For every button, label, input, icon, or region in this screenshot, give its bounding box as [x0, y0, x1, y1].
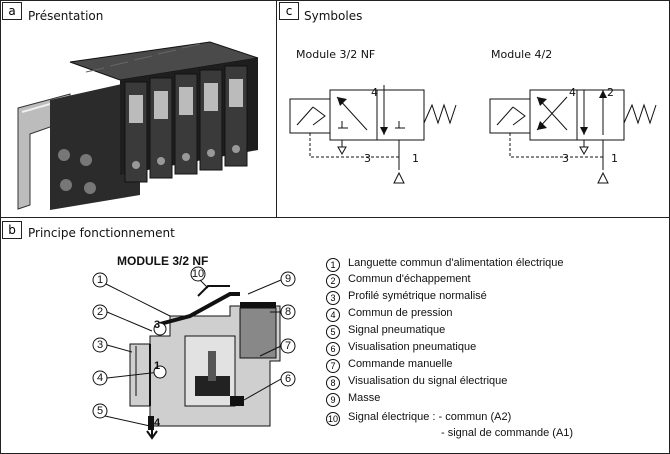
- callout-5: 5: [97, 405, 103, 417]
- callout-4: 4: [97, 372, 103, 384]
- callout-6: 6: [285, 373, 291, 385]
- legend-extra: - signal de commande (A1): [441, 427, 574, 439]
- port-label-4: 4: [154, 417, 161, 429]
- horizontal-divider: [0, 217, 670, 218]
- callout-1: 1: [97, 274, 103, 286]
- callout-3: 3: [97, 339, 103, 351]
- m42-port-1: 1: [611, 152, 618, 165]
- panel-a-title: Présentation: [28, 9, 104, 23]
- m42-port-3: 3: [562, 152, 569, 165]
- nf-port-3: 3: [364, 152, 371, 165]
- callout-8: 8: [285, 306, 291, 318]
- callout-9: 9: [285, 273, 291, 285]
- port-label-1: 1: [154, 360, 161, 372]
- panel-c-title: Symboles: [304, 9, 363, 23]
- module-4-2-label: Module 4/2: [491, 48, 553, 61]
- module-cross-section: 1 2 3 4 5 10 9 8 7 6: [92, 266, 296, 440]
- port-label-3: 3: [154, 319, 161, 331]
- m42-port-4: 4: [569, 86, 576, 99]
- symbol-4-2: [489, 89, 657, 184]
- module-3-2-nf-label: Module 3/2 NF: [296, 48, 376, 61]
- panel-b-tag: b: [2, 221, 22, 239]
- callout-7: 7: [285, 340, 291, 352]
- panel-b-title: Principe fonctionnement: [28, 226, 175, 240]
- nf-port-1: 1: [412, 152, 419, 165]
- valve-manifold-photo: [17, 41, 259, 210]
- callout-2: 2: [97, 306, 103, 318]
- nf-port-4: 4: [371, 86, 378, 99]
- symbol-3-2-nf: [289, 85, 457, 184]
- panel-a-tag: a: [2, 2, 22, 20]
- vertical-divider: [276, 0, 277, 218]
- panel-c-tag: c: [279, 2, 299, 20]
- m42-port-2: 2: [607, 86, 614, 99]
- callout-10: 10: [192, 268, 204, 280]
- diagram-title: MODULE 3/2 NF: [117, 254, 209, 268]
